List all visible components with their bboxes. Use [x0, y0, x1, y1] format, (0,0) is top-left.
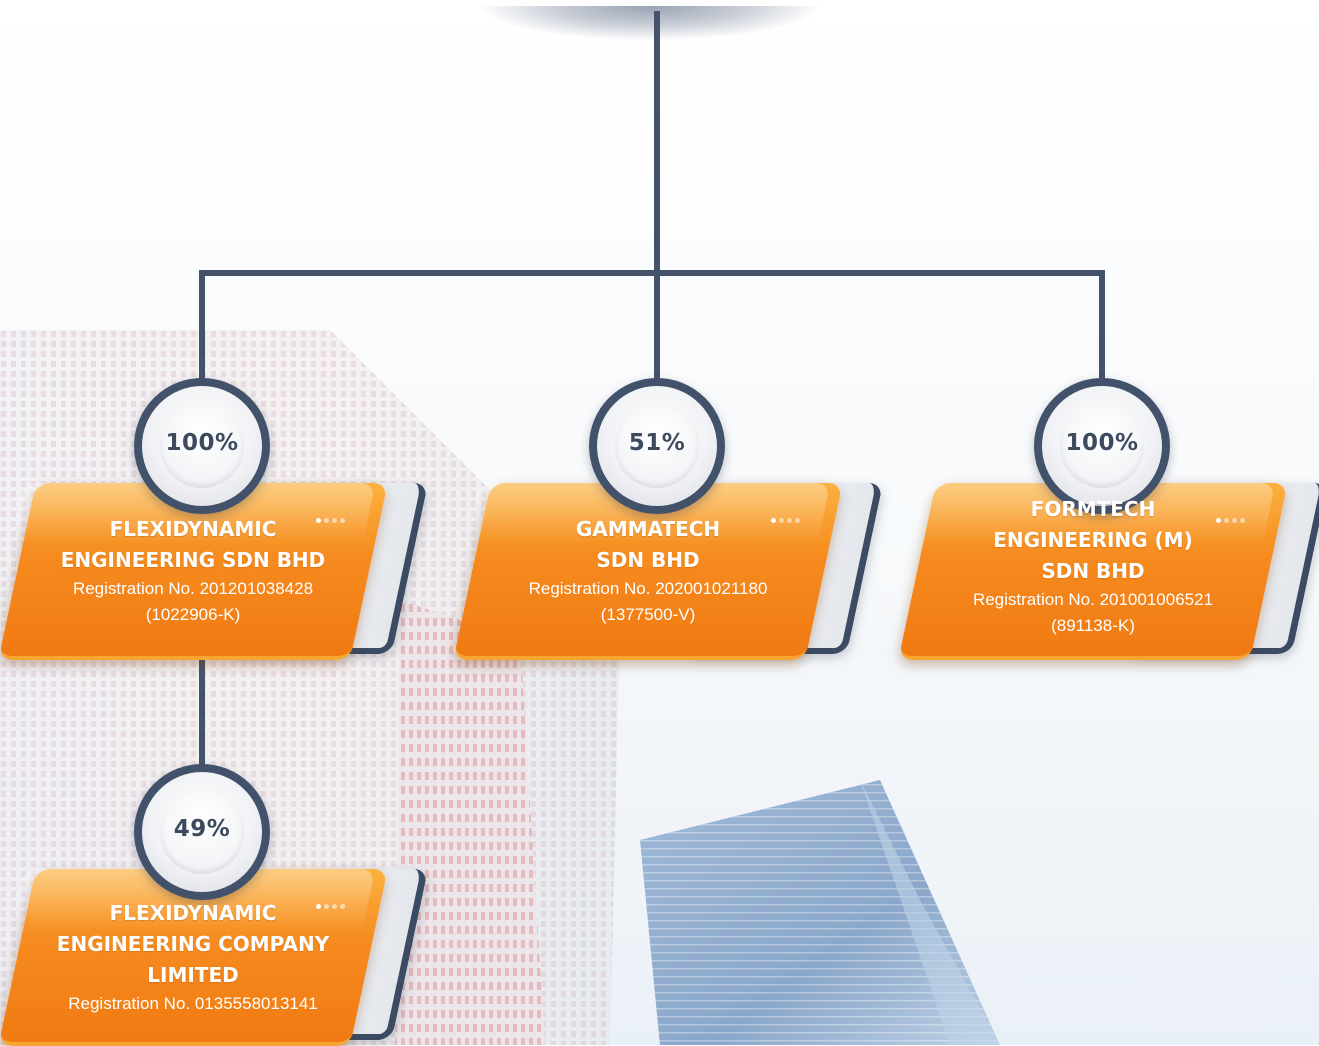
- company-name-line: LIMITED: [147, 963, 239, 987]
- subsidiary-flexidynamic-sdn-bhd: 100% FLEXIDYNAMIC ENGINEERING SDN BHD Re…: [0, 378, 429, 660]
- ownership-percent: 100%: [1065, 430, 1139, 456]
- connector-branch: [199, 270, 1105, 388]
- registration-code: (891138-K): [1051, 616, 1135, 635]
- registration-number: Registration No. 202001021180: [528, 579, 768, 598]
- ownership-badge: 49%: [134, 764, 270, 900]
- ownership-percent: 49%: [173, 816, 231, 842]
- company-name-line: GAMMATECH: [575, 517, 721, 541]
- ownership-badge: 51%: [589, 378, 725, 514]
- dots-icon: [316, 518, 345, 523]
- registration-number: Registration No. 0135558013141: [68, 994, 318, 1013]
- subsidiary-gammatech: 51% GAMMATECH SDN BHD Registration No. 2…: [453, 378, 884, 660]
- dots-icon: [771, 518, 800, 523]
- company-name-line: ENGINEERING SDN BHD: [60, 548, 326, 572]
- ownership-percent: 51%: [628, 430, 686, 456]
- ownership-badge: 100%: [1034, 378, 1170, 514]
- company-name-line: ENGINEERING COMPANY: [56, 932, 330, 956]
- registration-code: (1022906-K): [145, 605, 241, 624]
- company-name-line: SDN BHD: [1041, 559, 1145, 583]
- registration-code: (1377500-V): [600, 605, 696, 624]
- subsidiary-flexidynamic-company-limited: 49% FLEXIDYNAMIC ENGINEERING COMPANY LIM…: [0, 764, 429, 1046]
- dots-icon: [1216, 518, 1245, 523]
- registration-number: Registration No. 201201038428: [72, 579, 314, 598]
- company-name-line: FORMTECH: [1030, 497, 1156, 521]
- registration-number: Registration No. 201001006521: [972, 590, 1214, 609]
- company-name-line: SDN BHD: [596, 548, 700, 572]
- company-name-line: ENGINEERING (M): [993, 528, 1193, 552]
- company-name-line: FLEXIDYNAMIC: [109, 517, 277, 541]
- ownership-percent: 100%: [165, 430, 239, 456]
- ownership-badge: 100%: [134, 378, 270, 514]
- dots-icon: [316, 904, 345, 909]
- subsidiary-formtech: 100% FORMTECH ENGINEERING (M) SDN BHD Re…: [898, 378, 1319, 660]
- company-name-line: FLEXIDYNAMIC: [109, 901, 277, 925]
